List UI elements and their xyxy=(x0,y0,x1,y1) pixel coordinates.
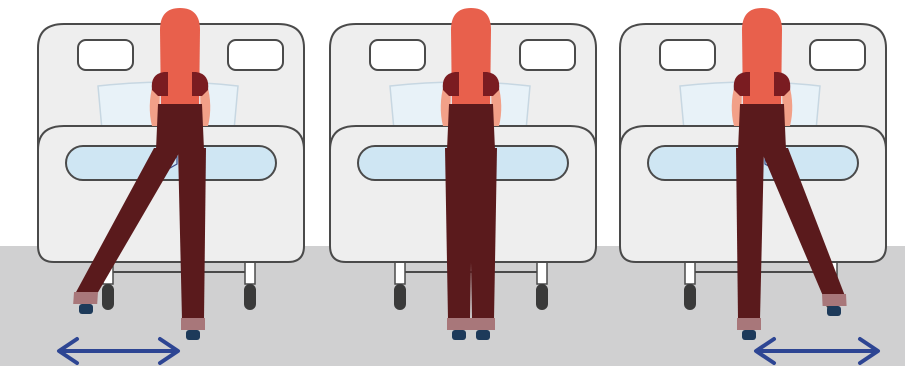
right-leg xyxy=(178,148,206,340)
wheel xyxy=(102,284,114,310)
right-leg xyxy=(469,148,497,340)
wheel xyxy=(684,284,696,310)
left-leg xyxy=(445,148,473,340)
trouser-leg xyxy=(736,148,764,320)
shoe xyxy=(79,304,93,314)
shoe xyxy=(827,306,841,316)
hair-strand xyxy=(750,30,774,106)
wheel-fork xyxy=(685,262,695,284)
shoe xyxy=(452,330,466,340)
headboard-handle xyxy=(78,40,133,70)
trouser-leg xyxy=(445,148,473,320)
wheel xyxy=(394,284,406,310)
trouser-leg xyxy=(178,148,206,320)
wheel-fork xyxy=(245,262,255,284)
trouser-cuff xyxy=(471,318,495,330)
overalls-torso xyxy=(738,104,786,150)
left-leg xyxy=(736,148,764,340)
wheel-fork xyxy=(537,262,547,284)
wheel xyxy=(244,284,256,310)
trouser-cuff xyxy=(737,318,761,330)
hair-strand xyxy=(168,30,192,106)
headboard-handle xyxy=(660,40,715,70)
shoe xyxy=(186,330,200,340)
headboard-handle xyxy=(370,40,425,70)
headboard-handle xyxy=(810,40,865,70)
wheel xyxy=(536,284,548,310)
trouser-leg xyxy=(469,148,497,320)
trouser-cuff xyxy=(447,318,471,330)
trouser-cuff xyxy=(181,318,205,330)
shoe xyxy=(742,330,756,340)
headboard-handle xyxy=(520,40,575,70)
wheel-fork xyxy=(395,262,405,284)
trouser-cuff xyxy=(822,294,847,306)
trouser-cuff xyxy=(73,292,98,304)
overalls-torso xyxy=(447,104,495,150)
hair-strand xyxy=(459,30,483,106)
shoe xyxy=(476,330,490,340)
headboard-handle xyxy=(228,40,283,70)
overalls-torso xyxy=(156,104,204,150)
